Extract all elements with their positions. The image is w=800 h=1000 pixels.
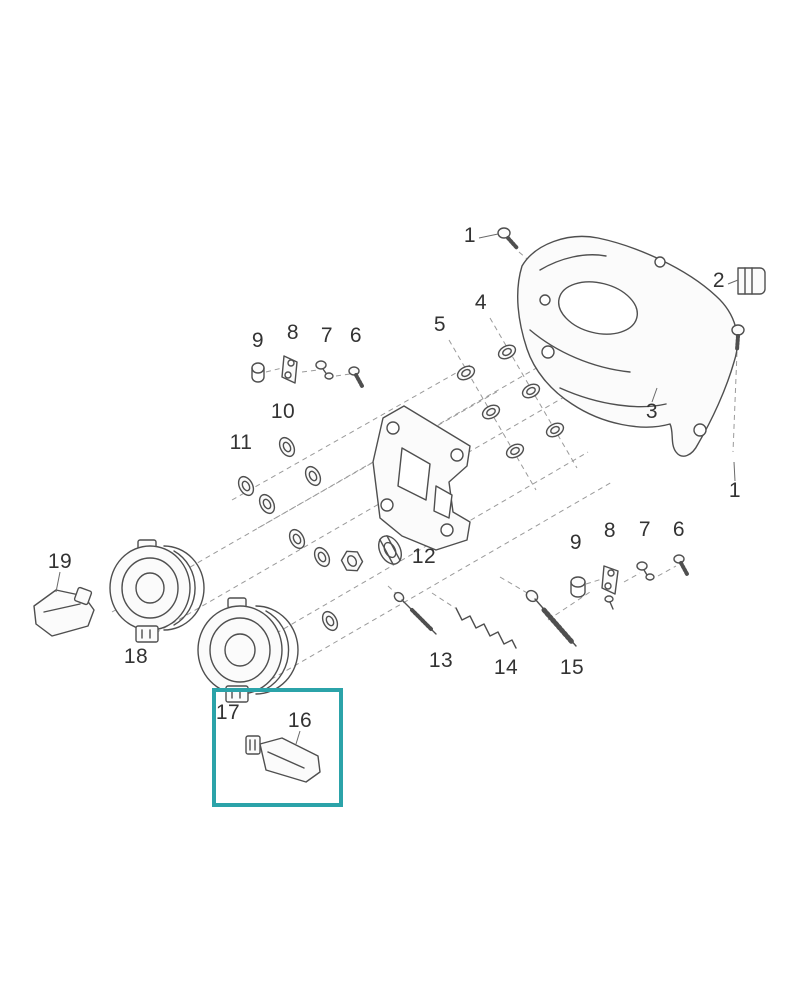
part-label-17: 17 (215, 701, 241, 724)
part-label-9-right: 9 (569, 531, 583, 554)
part-label-4: 4 (474, 291, 488, 314)
part-label-12: 12 (411, 545, 437, 568)
clip-part-2 (737, 267, 766, 295)
turn-signal-16 (245, 735, 321, 783)
screw-1-top (497, 227, 519, 250)
part-label-13: 13 (428, 649, 454, 672)
headlight-unit-18 (109, 539, 205, 643)
highlight-box (212, 688, 343, 807)
part-label-1-bottom: 1 (728, 479, 742, 502)
part-label-6-right: 6 (672, 518, 686, 541)
fastener-cluster-left (251, 355, 364, 388)
washer-rings (237, 344, 565, 632)
turn-signal-19 (33, 586, 95, 637)
mounting-plate-12 (372, 405, 471, 551)
screw-13 (393, 591, 437, 635)
hex-nut (340, 550, 364, 572)
part-label-7-left: 7 (320, 324, 334, 347)
part-label-7-right: 7 (638, 518, 652, 541)
part-label-10: 10 (270, 400, 296, 423)
part-label-8-left: 8 (286, 321, 300, 344)
spring-14 (455, 607, 517, 649)
ribbed-grommet (378, 535, 402, 565)
part-label-19: 19 (47, 550, 73, 573)
headlight-unit-17 (197, 597, 299, 703)
fastener-cluster-right (570, 554, 689, 610)
part-label-3: 3 (645, 400, 659, 423)
part-label-16: 16 (287, 709, 313, 732)
part-label-15: 15 (559, 656, 585, 679)
part-label-1-top: 1 (463, 224, 477, 247)
screw-1-right (731, 324, 745, 352)
screw-15 (525, 589, 577, 647)
part-label-2: 2 (712, 269, 726, 292)
part-label-8-right: 8 (603, 519, 617, 542)
part-label-14: 14 (493, 656, 519, 679)
leader-lines (55, 233, 739, 745)
part-label-6-left: 6 (349, 324, 363, 347)
part-label-11: 11 (229, 431, 253, 454)
headlight-stay-bracket (517, 235, 739, 457)
part-label-9-left: 9 (251, 329, 265, 352)
part-label-5: 5 (433, 313, 447, 336)
part-label-18: 18 (123, 645, 149, 668)
